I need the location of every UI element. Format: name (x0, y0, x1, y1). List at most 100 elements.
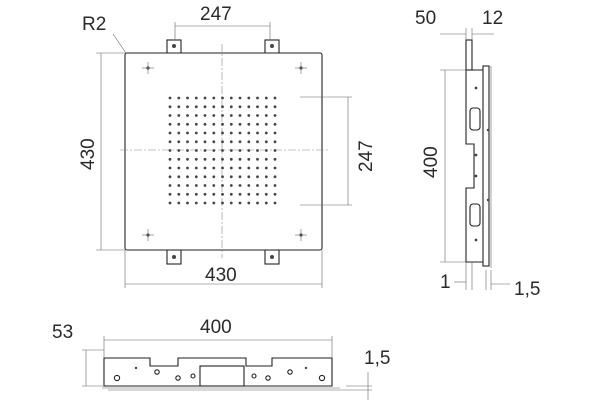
nozzle (221, 201, 224, 205)
nozzle (256, 140, 259, 144)
nozzle (238, 166, 242, 170)
nozzle (203, 140, 207, 144)
nozzle (168, 140, 172, 144)
side-bottom-right-label: 1,5 (514, 279, 540, 300)
nozzle (212, 114, 216, 117)
nozzle (221, 114, 224, 117)
nozzle (186, 166, 189, 170)
nozzle (247, 175, 251, 179)
side-view: 50 12 400 1 1,5 (415, 8, 540, 300)
nozzle (256, 166, 259, 170)
nozzle (238, 122, 242, 126)
nozzle (264, 114, 268, 117)
nozzle (194, 201, 198, 205)
nozzle (194, 149, 198, 152)
nozzle (221, 166, 224, 170)
nozzle (264, 149, 268, 152)
nozzle (256, 192, 259, 196)
nozzle (256, 201, 259, 205)
nozzle (264, 157, 268, 161)
nozzle (238, 201, 242, 205)
nozzle (273, 105, 277, 109)
nozzle (221, 96, 224, 100)
nozzle (194, 157, 198, 161)
nozzle (238, 149, 242, 152)
nozzle (203, 131, 207, 135)
nozzle (247, 192, 251, 196)
nozzle (212, 192, 216, 196)
nozzle (194, 175, 198, 179)
nozzle (177, 201, 181, 205)
upper-slot (469, 107, 481, 131)
nozzle (203, 175, 207, 179)
nozzle (238, 140, 242, 144)
nozzle (247, 122, 251, 126)
nozzle (194, 192, 198, 196)
nozzle (168, 105, 172, 109)
nozzle (177, 157, 181, 161)
bottom-width-dimension: 430 (124, 250, 323, 288)
bottom-view: 53 400 1,5 (52, 317, 390, 400)
nozzle (229, 96, 233, 100)
nozzle (264, 192, 268, 196)
nozzle (168, 131, 172, 135)
thickness-label: 12 (482, 8, 503, 29)
nozzle (212, 175, 216, 179)
nozzle (186, 114, 189, 117)
nozzle (177, 166, 181, 170)
nozzle (194, 96, 198, 100)
nozzle (212, 184, 216, 187)
nozzle (203, 114, 207, 117)
left-height-label: 430 (78, 138, 99, 170)
nozzle (238, 192, 242, 196)
nozzle (203, 166, 207, 170)
nozzle (264, 96, 268, 100)
nozzle (168, 157, 172, 161)
front-view: R2 247 430 247 430 (78, 4, 377, 288)
nozzle (229, 140, 233, 144)
nozzle (229, 192, 233, 196)
nozzle (212, 105, 216, 109)
nozzle (168, 184, 172, 187)
nozzle (229, 114, 233, 117)
nozzle (194, 166, 198, 170)
nozzle (186, 184, 189, 187)
nozzle (177, 105, 181, 109)
nozzle (238, 131, 242, 135)
nozzle (177, 96, 181, 100)
nozzle (194, 105, 198, 109)
nozzle (212, 131, 216, 135)
nozzle (247, 201, 251, 205)
nozzle (194, 122, 198, 126)
nozzle (247, 157, 251, 161)
nozzle (221, 131, 224, 135)
nozzle (229, 131, 233, 135)
nozzle (256, 105, 259, 109)
nozzle (168, 192, 172, 196)
nozzle (177, 184, 181, 187)
nozzle (273, 157, 277, 161)
nozzle (273, 140, 277, 144)
nozzle (212, 96, 216, 100)
nozzle (273, 122, 277, 126)
nozzle (168, 96, 172, 100)
nozzle (186, 201, 189, 205)
bottom-holes (113, 366, 326, 382)
nozzle (273, 149, 277, 152)
nozzle (168, 114, 172, 117)
nozzle (203, 122, 207, 126)
nozzle (273, 201, 277, 205)
nozzle (264, 105, 268, 109)
side-bottom-left-label: 1 (440, 272, 451, 293)
nozzle (186, 149, 189, 152)
nozzle (238, 114, 242, 117)
nozzle (273, 166, 277, 170)
nozzle (256, 157, 259, 161)
nozzle (177, 149, 181, 152)
nozzle (247, 131, 251, 135)
nozzle (247, 114, 251, 117)
nozzle (203, 105, 207, 109)
offset-label: 50 (415, 8, 436, 29)
nozzle (221, 149, 224, 152)
